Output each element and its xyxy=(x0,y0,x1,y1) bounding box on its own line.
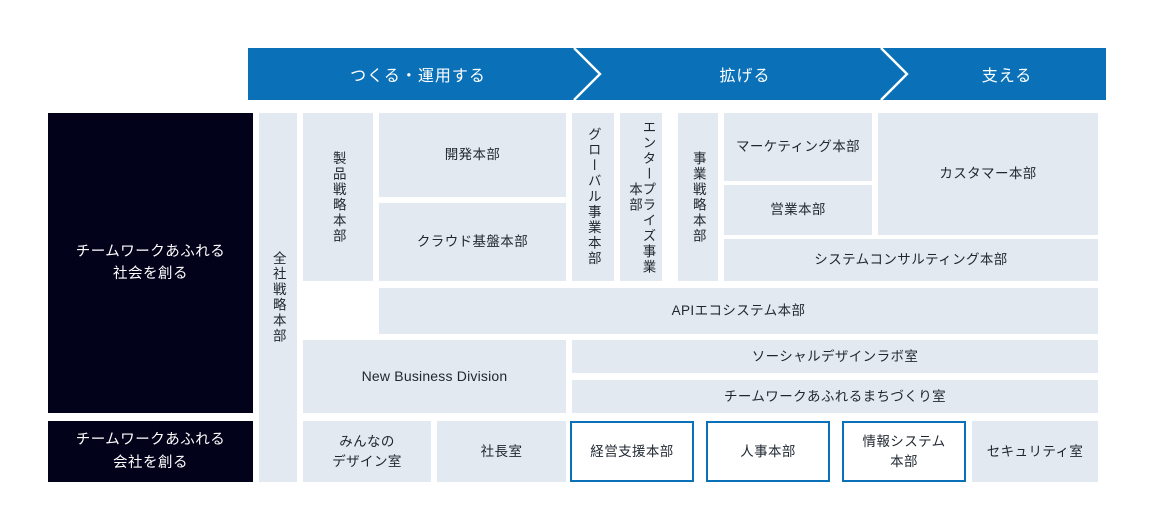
org-box-sales[interactable]: 営業本部 xyxy=(724,185,872,235)
phase-label-create: つくる・運用する xyxy=(350,68,486,85)
org-label-company-strategy: 全社戦略本部 xyxy=(270,251,286,344)
org-label-security: セキュリティ室 xyxy=(986,443,1084,459)
org-label-management-support: 経営支援本部 xyxy=(590,443,674,459)
org-label-customer: カスタマー本部 xyxy=(939,166,1037,182)
org-box-new-business[interactable]: New Business Division xyxy=(303,340,566,413)
org-box-global-business[interactable]: グローバル事業本部 xyxy=(572,113,614,281)
vision-panel-company: チームワークあふれる 会社を創る xyxy=(48,421,253,482)
org-box-human-resources[interactable]: 人事本部 xyxy=(706,421,830,482)
org-box-business-strategy[interactable]: 事業戦略本部 xyxy=(678,113,718,281)
org-box-system-consulting[interactable]: システムコンサルティング本部 xyxy=(724,239,1098,281)
org-box-information-system[interactable]: 情報システム 本部 xyxy=(842,421,966,482)
org-label-machizukuri: チームワークあふれるまちづくり室 xyxy=(724,388,946,404)
org-box-development[interactable]: 開発本部 xyxy=(379,113,566,197)
org-label-product-strategy: 製品戦略本部 xyxy=(330,150,346,244)
org-label-information-system: 情報システム 本部 xyxy=(862,433,946,469)
phase-banner: つくる・運用する 拡げる 支える xyxy=(248,48,1106,100)
vision-panel-society: チームワークあふれる 社会を創る xyxy=(48,113,253,413)
phase-label-support: 支える xyxy=(981,68,1033,85)
phase-label-expand: 拡げる xyxy=(719,68,771,85)
org-box-product-strategy[interactable]: 製品戦略本部 xyxy=(303,113,373,281)
org-box-api-ecosystem[interactable]: APIエコシステム本部 xyxy=(379,288,1098,334)
phase-segment-expand: 拡げる xyxy=(600,48,890,100)
phase-segment-support: 支える xyxy=(908,48,1106,100)
vision-label-society: チームワークあふれる 社会を創る xyxy=(75,243,226,282)
org-label-human-resources: 人事本部 xyxy=(740,443,796,459)
org-label-cloud-platform: クラウド基盤本部 xyxy=(416,234,529,250)
org-box-president-office[interactable]: 社長室 xyxy=(437,421,566,482)
org-box-social-design-lab[interactable]: ソーシャルデザインラボ室 xyxy=(572,340,1098,373)
org-label-api-ecosystem: APIエコシステム本部 xyxy=(671,303,806,319)
org-label-minna-design: みんなの デザイン室 xyxy=(332,433,402,469)
org-box-company-strategy[interactable]: 全社戦略本部 xyxy=(259,113,297,482)
phase-segment-create: つくる・運用する xyxy=(248,48,588,100)
org-box-customer[interactable]: カスタマー本部 xyxy=(878,113,1098,235)
org-label-marketing: マーケティング本部 xyxy=(735,139,861,155)
org-box-security[interactable]: セキュリティ室 xyxy=(972,421,1098,482)
org-box-marketing[interactable]: マーケティング本部 xyxy=(724,113,872,181)
org-box-management-support[interactable]: 経営支援本部 xyxy=(570,421,694,482)
org-label-system-consulting: システムコンサルティング本部 xyxy=(814,252,1008,268)
org-label-president-office: 社長室 xyxy=(480,443,523,459)
org-label-enterprise-business: エンタープライズ事業本部 xyxy=(627,119,656,275)
org-label-social-design-lab: ソーシャルデザインラボ室 xyxy=(751,348,919,364)
org-label-development: 開発本部 xyxy=(444,147,501,163)
org-box-cloud-platform[interactable]: クラウド基盤本部 xyxy=(379,203,566,281)
org-box-minna-design[interactable]: みんなの デザイン室 xyxy=(303,421,431,482)
vision-label-company: チームワークあふれる 会社を創る xyxy=(75,432,226,471)
org-box-machizukuri[interactable]: チームワークあふれるまちづくり室 xyxy=(572,380,1098,413)
org-label-sales: 営業本部 xyxy=(770,202,826,218)
org-label-global-business: グローバル事業本部 xyxy=(585,127,601,267)
org-box-enterprise-business[interactable]: エンタープライズ事業本部 xyxy=(620,113,662,281)
org-label-new-business: New Business Division xyxy=(361,368,508,385)
org-label-business-strategy: 事業戦略本部 xyxy=(690,150,706,244)
